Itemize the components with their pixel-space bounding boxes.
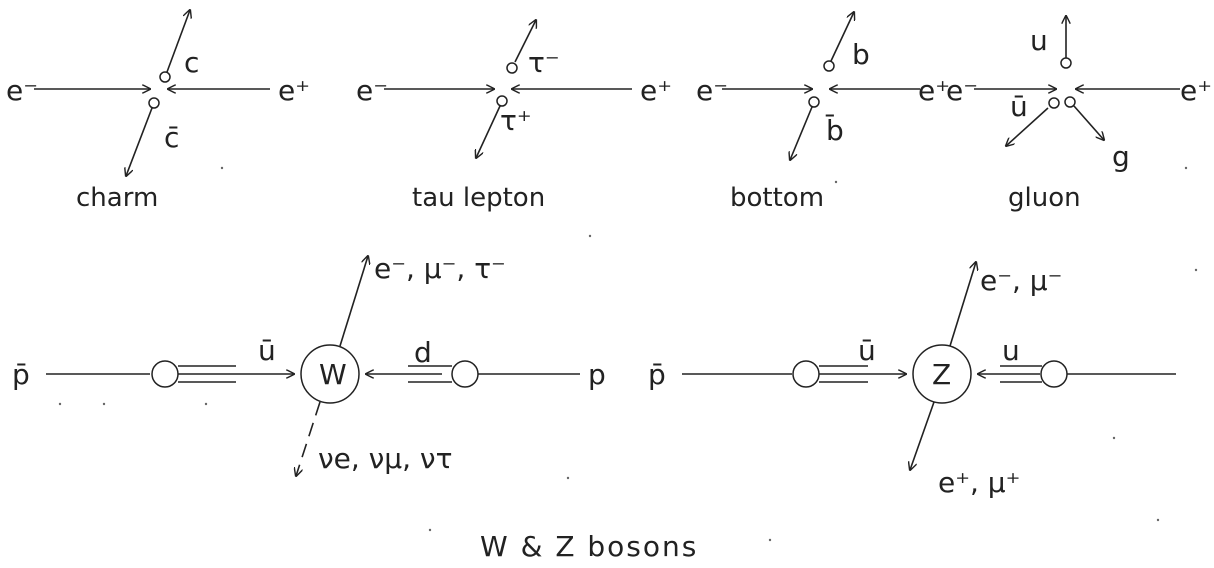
gluon-e-plus-label: e⁺ [1180, 74, 1212, 107]
charm-c-vertex [159, 71, 171, 83]
tau-e-minus-label: e⁻ [356, 74, 388, 107]
gluon-ubar-line [1006, 107, 1049, 146]
w-boson-label: W [319, 358, 347, 391]
charm-e-plus-label: e⁺ [278, 74, 310, 107]
z-p-blob [1040, 360, 1068, 388]
w-p-blob [451, 360, 479, 388]
charm-c-label: c [184, 46, 199, 79]
w-antiquark-label: ū [258, 334, 276, 367]
gluon-g-line [1073, 105, 1104, 140]
gluon-ubar-label: ū [1010, 90, 1028, 123]
bottom-bbar-vertex [808, 96, 820, 108]
gluon-e-minus-label: e⁻ [946, 74, 978, 107]
gluon-u-label: u [1030, 24, 1048, 57]
tau-e-plus-label: e⁺ [640, 74, 672, 107]
w-boson-panel: p̄ ū W d p e⁻, μ⁻, τ⁻ νe, νμ, ντ [12, 252, 606, 476]
z-lepton-down-line [910, 401, 935, 470]
gluon-ubar-vertex [1048, 97, 1060, 109]
z-leptons-up-label: e⁻, μ⁻ [980, 264, 1062, 297]
charm-cbar-line [126, 107, 153, 176]
bottom-b-line [830, 12, 854, 62]
bottom-e-minus-label: e⁻ [696, 74, 728, 107]
bottom-panel: e⁻ e⁺ b b̄ bottom [696, 12, 950, 213]
charm-caption: charm [76, 183, 158, 213]
z-lepton-up-line [949, 262, 976, 347]
z-quark-label: u [1002, 334, 1020, 367]
gluon-g-vertex [1064, 96, 1076, 108]
gluon-panel: e⁻ e⁺ u ū g gluon [946, 16, 1212, 213]
tau-minus-label: τ⁻ [528, 46, 560, 79]
w-pbar-label: p̄ [12, 358, 30, 391]
gluon-g-label: g [1112, 140, 1130, 173]
tau-caption: tau lepton [412, 183, 545, 213]
z-boson-label: Z [932, 358, 951, 391]
w-pbar-blob [151, 360, 179, 388]
tau-minus-line [514, 20, 536, 63]
tau-plus-label: τ⁺ [500, 104, 532, 137]
tau-plus-line [476, 105, 501, 158]
bottom-b-vertex [823, 60, 835, 72]
charm-cbar-vertex [148, 97, 160, 109]
z-pbar-blob [792, 360, 820, 388]
charm-panel: e⁻ e⁺ c c̄ charm [6, 10, 310, 213]
z-boson-circle [912, 344, 972, 404]
w-boson-circle [300, 344, 360, 404]
z-boson-panel: p̄ ū Z u e⁻, μ⁻ e⁺, μ⁺ [648, 262, 1176, 499]
gluon-caption: gluon [1008, 183, 1081, 213]
tau-plus-vertex [496, 95, 508, 107]
w-p-label: p [588, 358, 606, 391]
bottom-bbar-line [790, 106, 813, 160]
w-neutrinos-label: νe, νμ, ντ [318, 442, 452, 475]
tau-minus-vertex [506, 62, 518, 74]
bottom-bbar-label: b̄ [825, 113, 844, 147]
z-pbar-label: p̄ [648, 358, 666, 391]
z-antiquark-label: ū [858, 334, 876, 367]
charm-c-line [166, 10, 190, 73]
w-quark-label: d [414, 336, 432, 369]
w-lepton-line [339, 256, 368, 347]
charm-cbar-label: c̄ [164, 121, 179, 154]
z-leptons-down-label: e⁺, μ⁺ [938, 466, 1020, 499]
bottom-b-label: b [852, 38, 870, 71]
figure-title: W & Z bosons [480, 530, 698, 563]
bottom-e-plus-label: e⁺ [918, 74, 950, 107]
scan-specks [58, 166, 1198, 542]
charm-e-minus-label: e⁻ [6, 74, 38, 107]
gluon-u-vertex [1060, 57, 1072, 69]
w-leptons-label: e⁻, μ⁻, τ⁻ [374, 252, 506, 285]
bottom-caption: bottom [730, 183, 824, 213]
tau-panel: e⁻ e⁺ τ⁻ τ⁺ tau lepton [356, 20, 672, 213]
w-neutrino-line [296, 401, 321, 476]
